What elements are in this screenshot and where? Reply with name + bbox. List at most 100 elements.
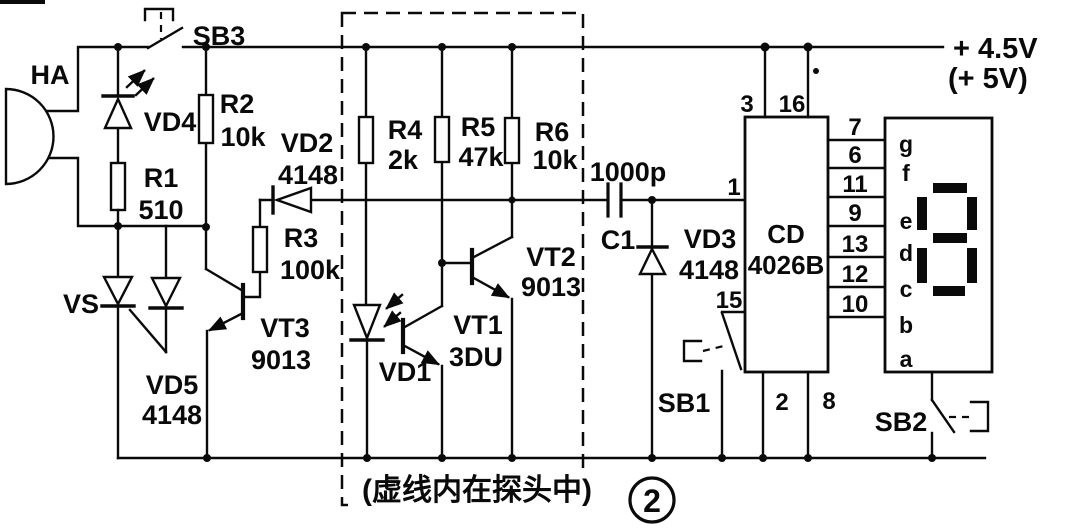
diode-vd2: VD2 4148 [258, 128, 610, 215]
vt3-emitter [207, 311, 245, 332]
ic-top-pin-wires [763, 45, 810, 119]
segment-label-a: a [900, 346, 913, 372]
vt1-emitter [401, 343, 441, 366]
r3-label: R3 [284, 223, 319, 253]
figure-number-text: 2 [643, 483, 661, 519]
scan-edge-artifact [0, 0, 45, 4]
light-arrow [125, 69, 146, 89]
r3-body [251, 225, 269, 274]
vt2-emitter [470, 275, 511, 299]
sb2-actuator [969, 400, 990, 433]
resistor-r6: R6 10k [503, 45, 579, 239]
switch-sb3: SB3 [143, 7, 246, 51]
vd3-value: 4148 [679, 255, 739, 285]
diode-vd3: VD3 4148 [636, 198, 739, 460]
vt2-label: VT2 [526, 242, 576, 272]
sb1-label: SB1 [658, 388, 711, 418]
vt3-value: 9013 [251, 345, 311, 375]
transistor-vt2: VT2 9013 [440, 235, 581, 460]
light-arrow [134, 77, 155, 97]
r1-body [109, 161, 127, 212]
light-arrow [383, 310, 402, 328]
segment-label-c: c [900, 276, 913, 302]
thyristor-vs: VS [63, 224, 168, 460]
r2-label: R2 [220, 89, 255, 119]
power-voltage-primary: + 4.5V [953, 33, 1038, 65]
vd2-label: VD2 [281, 128, 334, 158]
vt2-value: 9013 [521, 272, 581, 302]
probe-dashed-box [340, 11, 585, 507]
vd5-value: 4148 [142, 400, 202, 430]
power-voltage-alt: (+ 5V) [948, 63, 1028, 95]
capacitor-c1: 1000p C1 [590, 157, 747, 255]
seg-pin-6: 6 [848, 142, 861, 169]
segment-label-g: g [899, 131, 913, 157]
ic-pin2: 2 [775, 389, 788, 416]
seven-segment-display: g f e d c b a [883, 116, 994, 374]
r2-value: 10k [220, 122, 266, 152]
speaker-symbol [4, 87, 55, 186]
seg-pin-10: 10 [842, 291, 869, 318]
r2-body [197, 93, 215, 145]
r6-body [503, 116, 521, 165]
ic-pin16: 16 [779, 91, 806, 118]
switch-sb1: SB1 [658, 310, 747, 460]
segment-label-f: f [902, 160, 910, 186]
vt1-value: 3DU [449, 342, 503, 372]
c1-label: C1 [601, 225, 636, 255]
vt3-label: VT3 [260, 313, 310, 343]
seg-pin-7: 7 [848, 114, 861, 141]
r1-value: 510 [138, 195, 183, 225]
figure-number-badge: 2 [628, 476, 676, 524]
sb3-actuator [143, 7, 175, 22]
r4-value: 2k [388, 145, 419, 175]
ic-pin15: 15 [716, 287, 743, 314]
vd3-label: VD3 [684, 224, 737, 254]
ic-body [743, 115, 830, 374]
segment-label-d: d [899, 240, 913, 266]
resistor-r3: R3 100k [243, 198, 341, 299]
ic-cd4026b: CD 4026B 3 16 1 15 2 8 [716, 45, 836, 460]
resistor-r2: R2 10k [197, 45, 267, 229]
resistor-r1: R1 510 [109, 161, 184, 228]
vs-label: VS [63, 289, 99, 319]
sb2-label: SB2 [875, 407, 928, 437]
caption-backdrop [354, 470, 600, 508]
vs-gate [128, 308, 168, 354]
r5-value: 47k [458, 142, 504, 172]
r6-value: 10k [532, 145, 578, 175]
sb2-blade [930, 398, 956, 434]
vt1-label: VT1 [453, 310, 503, 340]
ic-name-line1: CD [767, 219, 805, 249]
seg-pin-12: 12 [842, 261, 869, 288]
resistor-r5: R5 47k [433, 45, 505, 265]
scan-dot-artifact [813, 68, 819, 74]
digit-eight-glyph [917, 183, 977, 296]
segment-label-e: e [900, 208, 913, 234]
ic-pin8: 8 [822, 388, 835, 415]
light-arrow [385, 292, 404, 310]
r5-label: R5 [461, 112, 496, 142]
speaker-ha: HA [4, 60, 208, 228]
speaker-label: HA [31, 60, 70, 90]
transistor-vt3: VT3 9013 [204, 228, 311, 460]
ic-bottom-pin-wires [761, 370, 810, 460]
vd1-label: VD1 [379, 357, 432, 387]
diode-vd4: VD4 [101, 45, 197, 165]
vd4-label: VD4 [144, 107, 197, 137]
ic-pin3: 3 [740, 91, 753, 118]
seg-pin-11: 11 [842, 171, 867, 198]
resistor-r4: R4 2k [357, 45, 422, 307]
segment-label-b: b [899, 312, 913, 338]
r4-body [357, 115, 375, 165]
r5-body [433, 115, 451, 164]
sb1-actuator [682, 339, 703, 363]
r3-value: 100k [280, 255, 341, 285]
transistor-vt1: VT1 3DU [400, 261, 503, 460]
probe-caption: (虚线内在探头中) [362, 474, 592, 507]
c1-value: 1000p [590, 157, 667, 187]
r1-label: R1 [144, 163, 179, 193]
sb3-label: SB3 [193, 21, 246, 51]
